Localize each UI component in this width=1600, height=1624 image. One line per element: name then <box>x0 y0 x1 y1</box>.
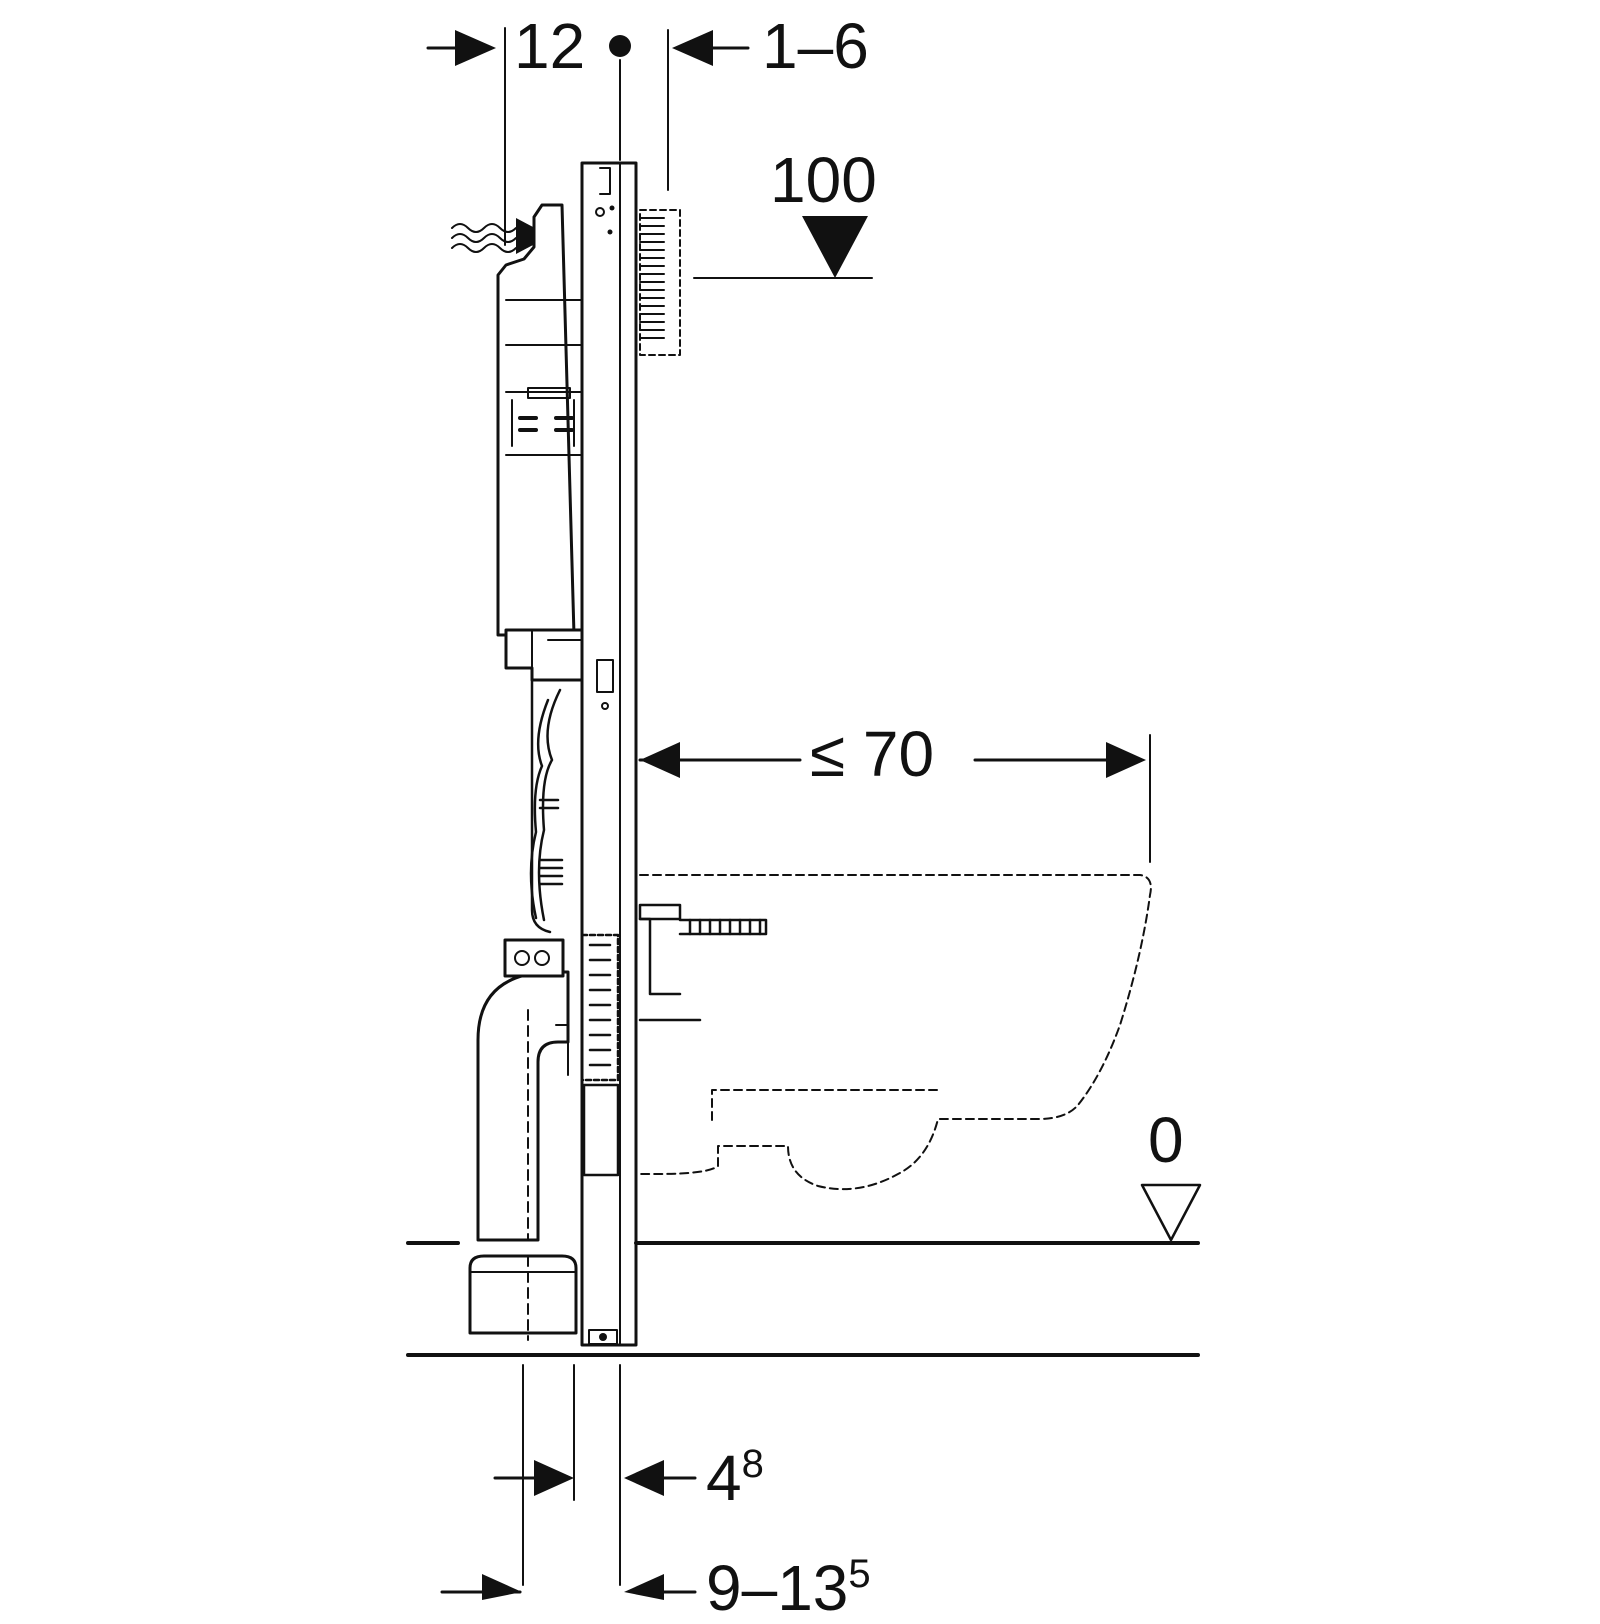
wc-bowl-outline <box>639 874 1152 1191</box>
drain-bend <box>476 970 570 1242</box>
dim-4-8-exp: 8 <box>741 1442 764 1486</box>
dim-label-projection: ≤ 70 <box>810 718 935 790</box>
axis-dot <box>609 35 631 161</box>
flush-plate <box>639 209 681 356</box>
dim-label-floor-0: 0 <box>1148 1104 1184 1176</box>
mounting-bolt <box>638 903 768 1022</box>
dim-9-13-arrows <box>440 1574 697 1600</box>
floor-lines <box>406 1241 1200 1357</box>
dim-label-100: 100 <box>770 144 877 216</box>
dim-label-1-6: 1–6 <box>762 10 869 82</box>
dim-9-13-base: 9–13 <box>706 1552 849 1624</box>
dim-9-13-exp: 5 <box>848 1552 871 1596</box>
level-marker-filled <box>693 216 873 279</box>
flush-pipe <box>529 678 564 934</box>
projection-dimension <box>638 734 1151 863</box>
waste-spigot <box>567 933 620 1177</box>
dim-1-6-arrows <box>667 29 750 191</box>
bottom-dimension-extensions <box>522 1364 621 1586</box>
dim-label-12: 12 <box>514 10 586 82</box>
cistern <box>496 203 584 682</box>
floor-sleeve <box>468 1254 578 1341</box>
dim-label-4-8: 48 <box>706 1444 764 1510</box>
level-marker-outline <box>1140 1183 1202 1242</box>
pipe-connector <box>503 938 565 978</box>
dim-label-9-13: 9–135 <box>706 1554 871 1620</box>
dim-4-8-base: 4 <box>706 1442 742 1514</box>
dim-4-8-arrows <box>493 1460 697 1496</box>
dim-12-arrows <box>426 27 506 246</box>
